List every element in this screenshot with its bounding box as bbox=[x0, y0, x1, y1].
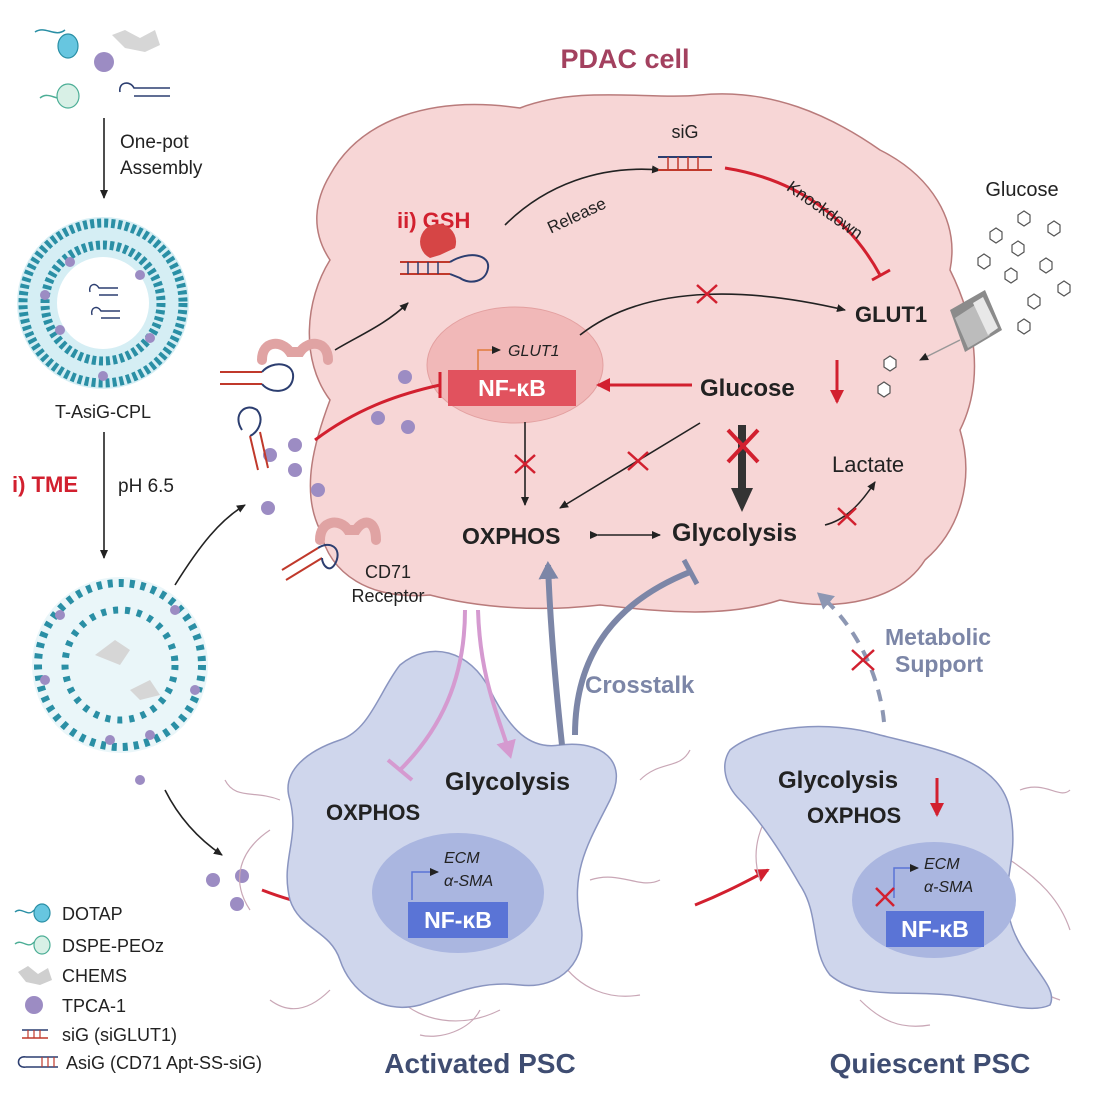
crosstalk-label: Crosstalk bbox=[585, 672, 695, 699]
support-label: Support bbox=[895, 651, 983, 677]
chems-icon bbox=[18, 966, 52, 985]
legend: DOTAP DSPE-PEOz CHEMS TPCA-1 siG (siGLUT… bbox=[14, 903, 262, 1073]
activated-psc-fibers bbox=[224, 749, 691, 1037]
nanoparticle-label: T-AsiG-CPL bbox=[55, 402, 151, 422]
legend-label-2: CHEMS bbox=[62, 966, 127, 986]
block-x-2 bbox=[514, 454, 536, 474]
t-asig-cpl-nanoparticle-icon bbox=[17, 217, 189, 389]
internalization-arrow bbox=[334, 302, 409, 351]
tpca-inhibit-nfkb-line bbox=[314, 383, 441, 442]
pdac-nfkb-box bbox=[448, 370, 576, 406]
glut1-label: GLUT1 bbox=[855, 302, 927, 327]
glucose-to-oxphos-arrow bbox=[559, 422, 701, 509]
metabolic-support-arrow bbox=[816, 592, 886, 723]
glycolysis-arrowhead bbox=[731, 488, 753, 512]
quiescent-nfkb-box bbox=[886, 911, 984, 947]
block-x-metabolic bbox=[851, 649, 875, 671]
tpca-icon bbox=[25, 996, 43, 1014]
legend-label-1: DSPE-PEOz bbox=[62, 936, 164, 956]
aptamer-free-icon bbox=[237, 406, 269, 471]
sig-label: siG bbox=[672, 122, 699, 142]
asig-icon bbox=[17, 1056, 58, 1068]
quiescent-glycolysis-label: Glycolysis bbox=[778, 767, 898, 794]
dotap-icon bbox=[14, 903, 51, 923]
pdac-cell-membrane bbox=[308, 93, 976, 613]
ph-label: pH 6.5 bbox=[118, 476, 174, 497]
knockdown-bar bbox=[871, 268, 891, 282]
glut1-gene-arrow bbox=[477, 346, 501, 375]
activated-gene-arrow bbox=[411, 868, 439, 900]
pdac-glycolysis-label: Glycolysis bbox=[672, 519, 797, 547]
activated-asma-label: α-SMA bbox=[444, 873, 493, 890]
glucose-label: Glucose bbox=[700, 375, 795, 402]
lactate-label: Lactate bbox=[832, 452, 904, 477]
activated-to-quiescent-arrow bbox=[694, 868, 770, 907]
glucose-uptake-arrow bbox=[919, 339, 961, 361]
block-x-quiescent bbox=[875, 887, 895, 907]
block-x-1 bbox=[696, 284, 718, 304]
glucose-extracellular-label: Glucose bbox=[985, 179, 1058, 201]
pdac-oxphos-label: OXPHOS bbox=[462, 523, 560, 549]
receptor-label: Receptor bbox=[351, 586, 424, 606]
sig-icon bbox=[22, 1029, 48, 1039]
assembly-step2: Assembly bbox=[120, 158, 203, 179]
gsh-cleavage-icon bbox=[400, 223, 490, 283]
activated-nfkb-box bbox=[408, 902, 508, 938]
block-x-3 bbox=[627, 451, 649, 471]
activated-psc-cell bbox=[286, 650, 617, 1008]
activated-glycolysis-label: Glycolysis bbox=[445, 768, 570, 796]
legend-label-0: DOTAP bbox=[62, 904, 123, 924]
legend-label-3: TPCA-1 bbox=[62, 996, 126, 1016]
to-psc-arrow bbox=[164, 789, 223, 856]
activated-psc-title: Activated PSC bbox=[384, 1048, 575, 1079]
cd71-receptor-bottom-icon bbox=[281, 517, 381, 581]
tpca-free-dots bbox=[261, 370, 415, 515]
activated-nfkb-label: NF-κB bbox=[424, 907, 492, 933]
legend-label-5: AsiG (CD71 Apt-SS-siG) bbox=[66, 1053, 262, 1073]
to-pdac-arrow bbox=[174, 504, 246, 586]
pdac-to-psc-glycolysis-arrow bbox=[476, 609, 516, 759]
tme-label: i) TME bbox=[12, 472, 78, 497]
glut1-transporter-icon bbox=[950, 290, 1002, 352]
crosstalk-inhibit-bar bbox=[681, 558, 700, 586]
glucose-hexagons bbox=[877, 210, 1071, 398]
pdac-nfkb-label: NF-κB bbox=[478, 375, 546, 401]
block-x-5 bbox=[837, 507, 857, 526]
activated-oxphos-label: OXPHOS bbox=[326, 800, 420, 825]
activated-ecm-label: ECM bbox=[444, 850, 480, 867]
glycolysis-to-lactate-arrow bbox=[824, 481, 876, 526]
cd71-receptor-top-icon bbox=[220, 338, 333, 392]
block-x-4 bbox=[726, 428, 760, 464]
quiescent-nfkb-label: NF-κB bbox=[901, 916, 969, 942]
crosstalk-inhibit-glycolysis-line bbox=[572, 569, 692, 736]
crosstalk-to-oxphos-arrow bbox=[538, 561, 565, 746]
pdac-cell-title: PDAC cell bbox=[560, 44, 689, 74]
disassembled-nanoparticle-icon bbox=[32, 577, 208, 785]
assembly-step1: One-pot bbox=[120, 132, 189, 153]
metabolic-label: Metabolic bbox=[885, 624, 991, 650]
quiescent-asma-label: α-SMA bbox=[924, 879, 973, 896]
knockdown-inhibit-line bbox=[724, 166, 882, 276]
quiescent-ecm-label: ECM bbox=[924, 856, 960, 873]
dspe-peoz-icon bbox=[14, 935, 51, 955]
components-icon bbox=[34, 29, 170, 109]
cd71-label: CD71 bbox=[365, 562, 411, 582]
release-arrow bbox=[504, 165, 661, 226]
sig-duplex-icon bbox=[658, 156, 712, 171]
pdac-oxphos-inhibit-bar bbox=[386, 758, 414, 782]
quiescent-oxphos-label: OXPHOS bbox=[807, 803, 901, 828]
glut1-gene-label: GLUT1 bbox=[508, 343, 560, 360]
quiescent-psc-title: Quiescent PSC bbox=[830, 1048, 1031, 1079]
legend-label-4: siG (siGLUT1) bbox=[62, 1025, 177, 1045]
pdac-to-psc-oxphos-inhibit bbox=[398, 609, 467, 772]
